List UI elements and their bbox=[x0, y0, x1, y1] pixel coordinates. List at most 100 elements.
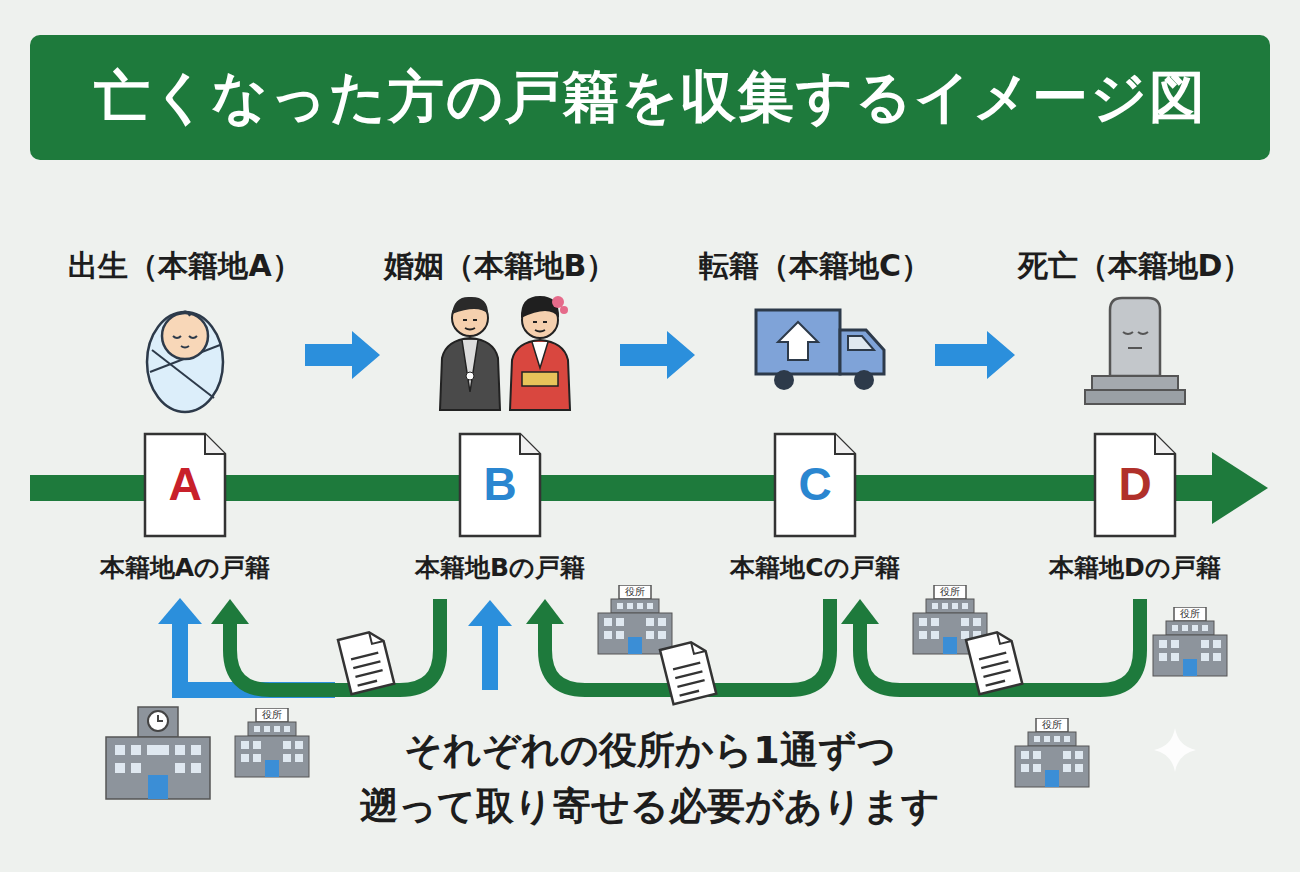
register-document: C本籍地Cの戸籍 bbox=[685, 428, 945, 593]
couple-icon bbox=[462, 340, 478, 392]
blue-up-arrow bbox=[180, 622, 335, 690]
couple-icon bbox=[452, 297, 488, 314]
return-arrow bbox=[526, 599, 830, 690]
office-sign: 役所 bbox=[1032, 718, 1072, 732]
blue-up-arrow bbox=[468, 600, 512, 626]
paper-icon bbox=[369, 629, 384, 644]
stage-label: 転籍（本籍地C） bbox=[675, 246, 955, 286]
paper-icon bbox=[660, 639, 716, 704]
sparkle bbox=[1154, 728, 1196, 772]
timeline-arrow bbox=[1212, 452, 1268, 524]
blue-up-arrow bbox=[158, 598, 202, 624]
flow-arrow-shape bbox=[935, 331, 1015, 379]
sparkle bbox=[1154, 728, 1196, 772]
office-sign: 役所 bbox=[252, 708, 292, 722]
arrow-head bbox=[211, 599, 249, 624]
document-fold bbox=[520, 434, 540, 454]
couple-icon bbox=[510, 340, 570, 410]
life-stage: 死亡（本籍地D） bbox=[1035, 300, 1235, 410]
office-building bbox=[235, 708, 309, 777]
baby-icon bbox=[162, 313, 208, 359]
document-fold bbox=[205, 434, 225, 454]
document-letter: A bbox=[55, 458, 315, 510]
couple-icon bbox=[440, 338, 500, 410]
truck-icon bbox=[840, 330, 884, 374]
document-label: 本籍地Cの戸籍 bbox=[665, 552, 965, 584]
return-arrow-line bbox=[545, 599, 830, 690]
return-arrow bbox=[211, 599, 440, 690]
arrow-head bbox=[841, 599, 879, 624]
truck-icon bbox=[848, 336, 874, 350]
couple-icon bbox=[463, 320, 477, 330]
paper-icon bbox=[673, 663, 707, 696]
register-document: B本籍地Bの戸籍 bbox=[370, 428, 630, 593]
paper-icon bbox=[979, 653, 1013, 686]
baby-icon bbox=[147, 311, 223, 412]
couple-icon bbox=[522, 372, 558, 386]
document-letter: B bbox=[370, 458, 630, 510]
flow-arrow-shape bbox=[305, 331, 380, 379]
return-arrow-line bbox=[860, 599, 1140, 690]
truck-icon bbox=[778, 322, 818, 360]
stage-label: 婚姻（本籍地B） bbox=[360, 246, 640, 286]
arrow-head bbox=[526, 599, 564, 624]
office-building bbox=[1015, 718, 1089, 787]
baby-icon bbox=[180, 311, 190, 316]
office-building bbox=[913, 585, 987, 654]
document-label: 本籍地Aの戸籍 bbox=[35, 552, 335, 584]
paper-icon bbox=[966, 629, 1022, 694]
paper-icon bbox=[660, 639, 716, 704]
paper-icon bbox=[966, 629, 1022, 694]
truck-icon bbox=[756, 310, 884, 390]
office-building bbox=[598, 585, 672, 654]
office-building bbox=[1153, 607, 1227, 676]
flow-arrow bbox=[935, 331, 1015, 379]
gravestone-icon bbox=[1123, 332, 1148, 348]
gravestone-icon bbox=[1085, 390, 1185, 404]
couple-icon bbox=[532, 342, 548, 368]
truck-icon bbox=[854, 370, 874, 390]
gravestone-icon bbox=[1085, 298, 1185, 404]
flow-arrow bbox=[620, 331, 695, 379]
flow-arrow bbox=[305, 331, 380, 379]
life-stage: 出生（本籍地A） bbox=[85, 300, 285, 410]
diagram-title: 亡くなった方の戸籍を収集するイメージ図 bbox=[94, 60, 1207, 136]
flow-arrow-shape bbox=[620, 331, 695, 379]
office-sign: 役所 bbox=[930, 585, 970, 599]
title-band: 亡くなった方の戸籍を収集するイメージ図 bbox=[30, 35, 1270, 160]
couple-icon bbox=[560, 306, 568, 314]
office-sign: 役所 bbox=[1170, 607, 1210, 621]
life-stage: 婚姻（本籍地B） bbox=[400, 300, 600, 410]
blue-up-arrow bbox=[158, 598, 512, 690]
paper-icon bbox=[351, 653, 385, 686]
document-letter: C bbox=[685, 458, 945, 510]
caption-note: それぞれの役所から1通ずつ 遡って取り寄せる必要があります bbox=[290, 722, 1010, 834]
document-fold bbox=[835, 434, 855, 454]
paper-icon bbox=[997, 629, 1012, 644]
couple-icon bbox=[440, 296, 570, 410]
office-sign: 役所 bbox=[615, 585, 655, 599]
truck-icon bbox=[756, 310, 840, 374]
gravestone-icon bbox=[1110, 298, 1160, 376]
stage-label: 死亡（本籍地D） bbox=[995, 246, 1275, 286]
gravestone-icon bbox=[1092, 376, 1178, 390]
clock-building bbox=[106, 707, 210, 799]
document-letter: D bbox=[1005, 458, 1265, 510]
document-label: 本籍地Dの戸籍 bbox=[985, 552, 1285, 584]
baby-icon bbox=[181, 346, 189, 348]
return-arrow-line bbox=[230, 599, 440, 690]
paper-icon bbox=[338, 629, 394, 694]
blue-up-arrow bbox=[482, 624, 498, 690]
document-fold bbox=[1155, 434, 1175, 454]
paper-icon bbox=[691, 639, 706, 654]
couple-icon bbox=[533, 322, 547, 332]
clock-building bbox=[106, 707, 210, 799]
register-document: A本籍地Aの戸籍 bbox=[55, 428, 315, 593]
baby-icon bbox=[147, 312, 223, 412]
stage-label: 出生（本籍地A） bbox=[45, 246, 325, 286]
document-label: 本籍地Bの戸籍 bbox=[350, 552, 650, 584]
life-stage: 転籍（本籍地C） bbox=[715, 300, 915, 410]
register-document: D本籍地Dの戸籍 bbox=[1005, 428, 1265, 593]
baby-icon bbox=[173, 336, 197, 338]
